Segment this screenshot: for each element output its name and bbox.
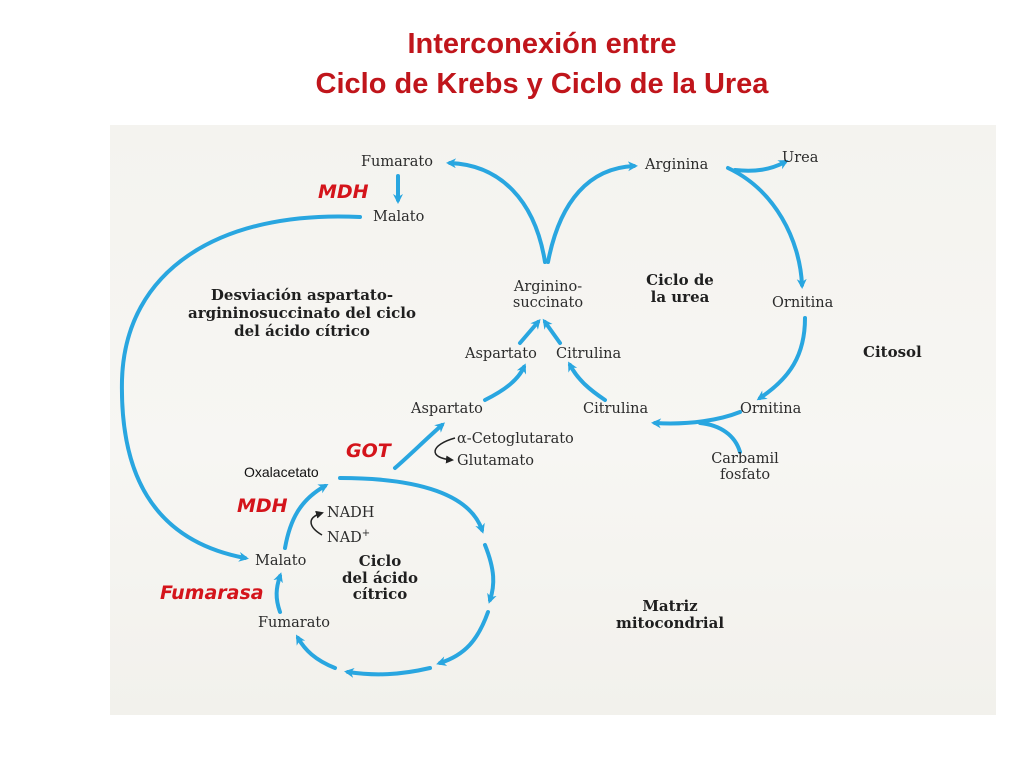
arrow-cycle-right-down: [483, 543, 497, 604]
label-argininosuccinato: Arginino- succinato: [503, 279, 593, 312]
arrow-ornitina-transport: [756, 316, 807, 401]
label-carbamil-line2: fosfato: [719, 466, 771, 483]
arrow-arginina-urea: [733, 160, 789, 173]
label-ciclo-acido-citrico: Ciclo del ácido cítrico: [330, 553, 430, 603]
enzyme-got: GOT: [346, 440, 391, 462]
label-citosol: Citosol: [863, 343, 922, 361]
label-matriz-line2: mitocondrial: [615, 613, 725, 632]
arrow-citrulina-argininosuccinato: [542, 318, 562, 345]
label-desviacion-line2: argininosuccinato del ciclo: [187, 304, 417, 322]
label-fumarato-top: Fumarato: [361, 154, 433, 170]
label-nad: NAD+: [327, 528, 370, 547]
arrow-desviacion-malato: [119, 214, 362, 562]
label-ornitina-top: Ornitina: [772, 295, 834, 311]
label-matriz-mitocondrial: Matriz mitocondrial: [600, 598, 740, 631]
label-malato-bottom: Malato: [255, 553, 307, 569]
label-desviacion-line3: del ácido cítrico: [234, 322, 370, 340]
label-citrulina-top: Citrulina: [556, 346, 622, 362]
label-ciclo-acido-line1: Ciclo: [358, 552, 402, 570]
label-nad-superscript: +: [361, 528, 371, 539]
arrow-cycle-bottom-left: [295, 634, 337, 670]
arrow-carbamil-join: [698, 421, 742, 454]
arrow-arginina-ornitina: [726, 166, 807, 289]
label-malato-top: Malato: [373, 209, 425, 225]
label-arginina: Arginina: [645, 157, 709, 173]
label-carbamil-fosfato: Carbamil fosfato: [700, 451, 790, 484]
arrow-cycle-bottom: [344, 666, 432, 678]
arrow-argininosuccinato-fumarato: [446, 158, 547, 264]
label-desviacion-line1: Desviación aspartato-: [210, 286, 394, 304]
arrow-ornitina-citrulina: [651, 410, 742, 429]
label-oxalacetato: Oxalacetato: [244, 464, 319, 480]
label-matriz-line1: Matriz: [642, 597, 698, 615]
arrow-malato-oxalacetato: [283, 484, 329, 550]
label-ciclo-urea: Ciclo de la urea: [620, 272, 740, 305]
label-ornitina-mid: Ornitina: [740, 401, 802, 417]
arrow-aspartato-transport: [483, 363, 527, 402]
label-ciclo-acido-line3: cítrico: [352, 585, 408, 603]
label-carbamil-line1: Carbamil: [711, 451, 779, 467]
cofactor-arrow-nadh: [310, 510, 324, 536]
diagram-background: [110, 125, 996, 715]
label-urea: Urea: [782, 150, 819, 166]
arrow-aspartato-argininosuccinato: [518, 318, 541, 345]
enzyme-mdh-top: MDH: [318, 181, 369, 203]
label-fumarato-bottom: Fumarato: [258, 615, 330, 631]
arrow-argininosuccinato-arginina: [546, 161, 638, 264]
label-ciclo-urea-line1: Ciclo de: [646, 271, 714, 289]
label-argininosuccinato-line1: Arginino-: [513, 279, 583, 295]
label-nadh: NADH: [327, 505, 375, 521]
arrow-cycle-oxalacetato-right: [338, 476, 485, 534]
label-desviacion: Desviación aspartato- argininosuccinato …: [172, 286, 432, 340]
label-aspartato-mid: Aspartato: [411, 401, 483, 417]
label-nad-text: NAD: [327, 529, 362, 546]
label-argininosuccinato-line2: succinato: [512, 294, 584, 311]
title-line-1: Interconexión entre: [407, 28, 677, 60]
label-glutamato: Glutamato: [457, 453, 534, 469]
label-citrulina-mid: Citrulina: [583, 401, 649, 417]
arrow-fumarato-malato-bottom: [273, 572, 283, 614]
enzyme-fumarasa: Fumarasa: [160, 582, 264, 604]
label-cetoglutarato: α-Cetoglutarato: [457, 431, 574, 447]
label-ciclo-acido-line2: del ácido: [342, 568, 418, 587]
enzyme-mdh-bottom: MDH: [237, 495, 288, 517]
title-line-2: Ciclo de Krebs y Ciclo de la Urea: [315, 68, 769, 100]
arrow-citrulina-transport: [568, 361, 607, 402]
label-aspartato-top: Aspartato: [465, 346, 537, 362]
label-ciclo-urea-line2: la urea: [650, 287, 710, 306]
arrow-cycle-bottom-right: [436, 610, 490, 666]
arrow-oxalacetato-aspartato: [393, 422, 445, 470]
cofactor-arrow-glutamato: [434, 437, 456, 464]
